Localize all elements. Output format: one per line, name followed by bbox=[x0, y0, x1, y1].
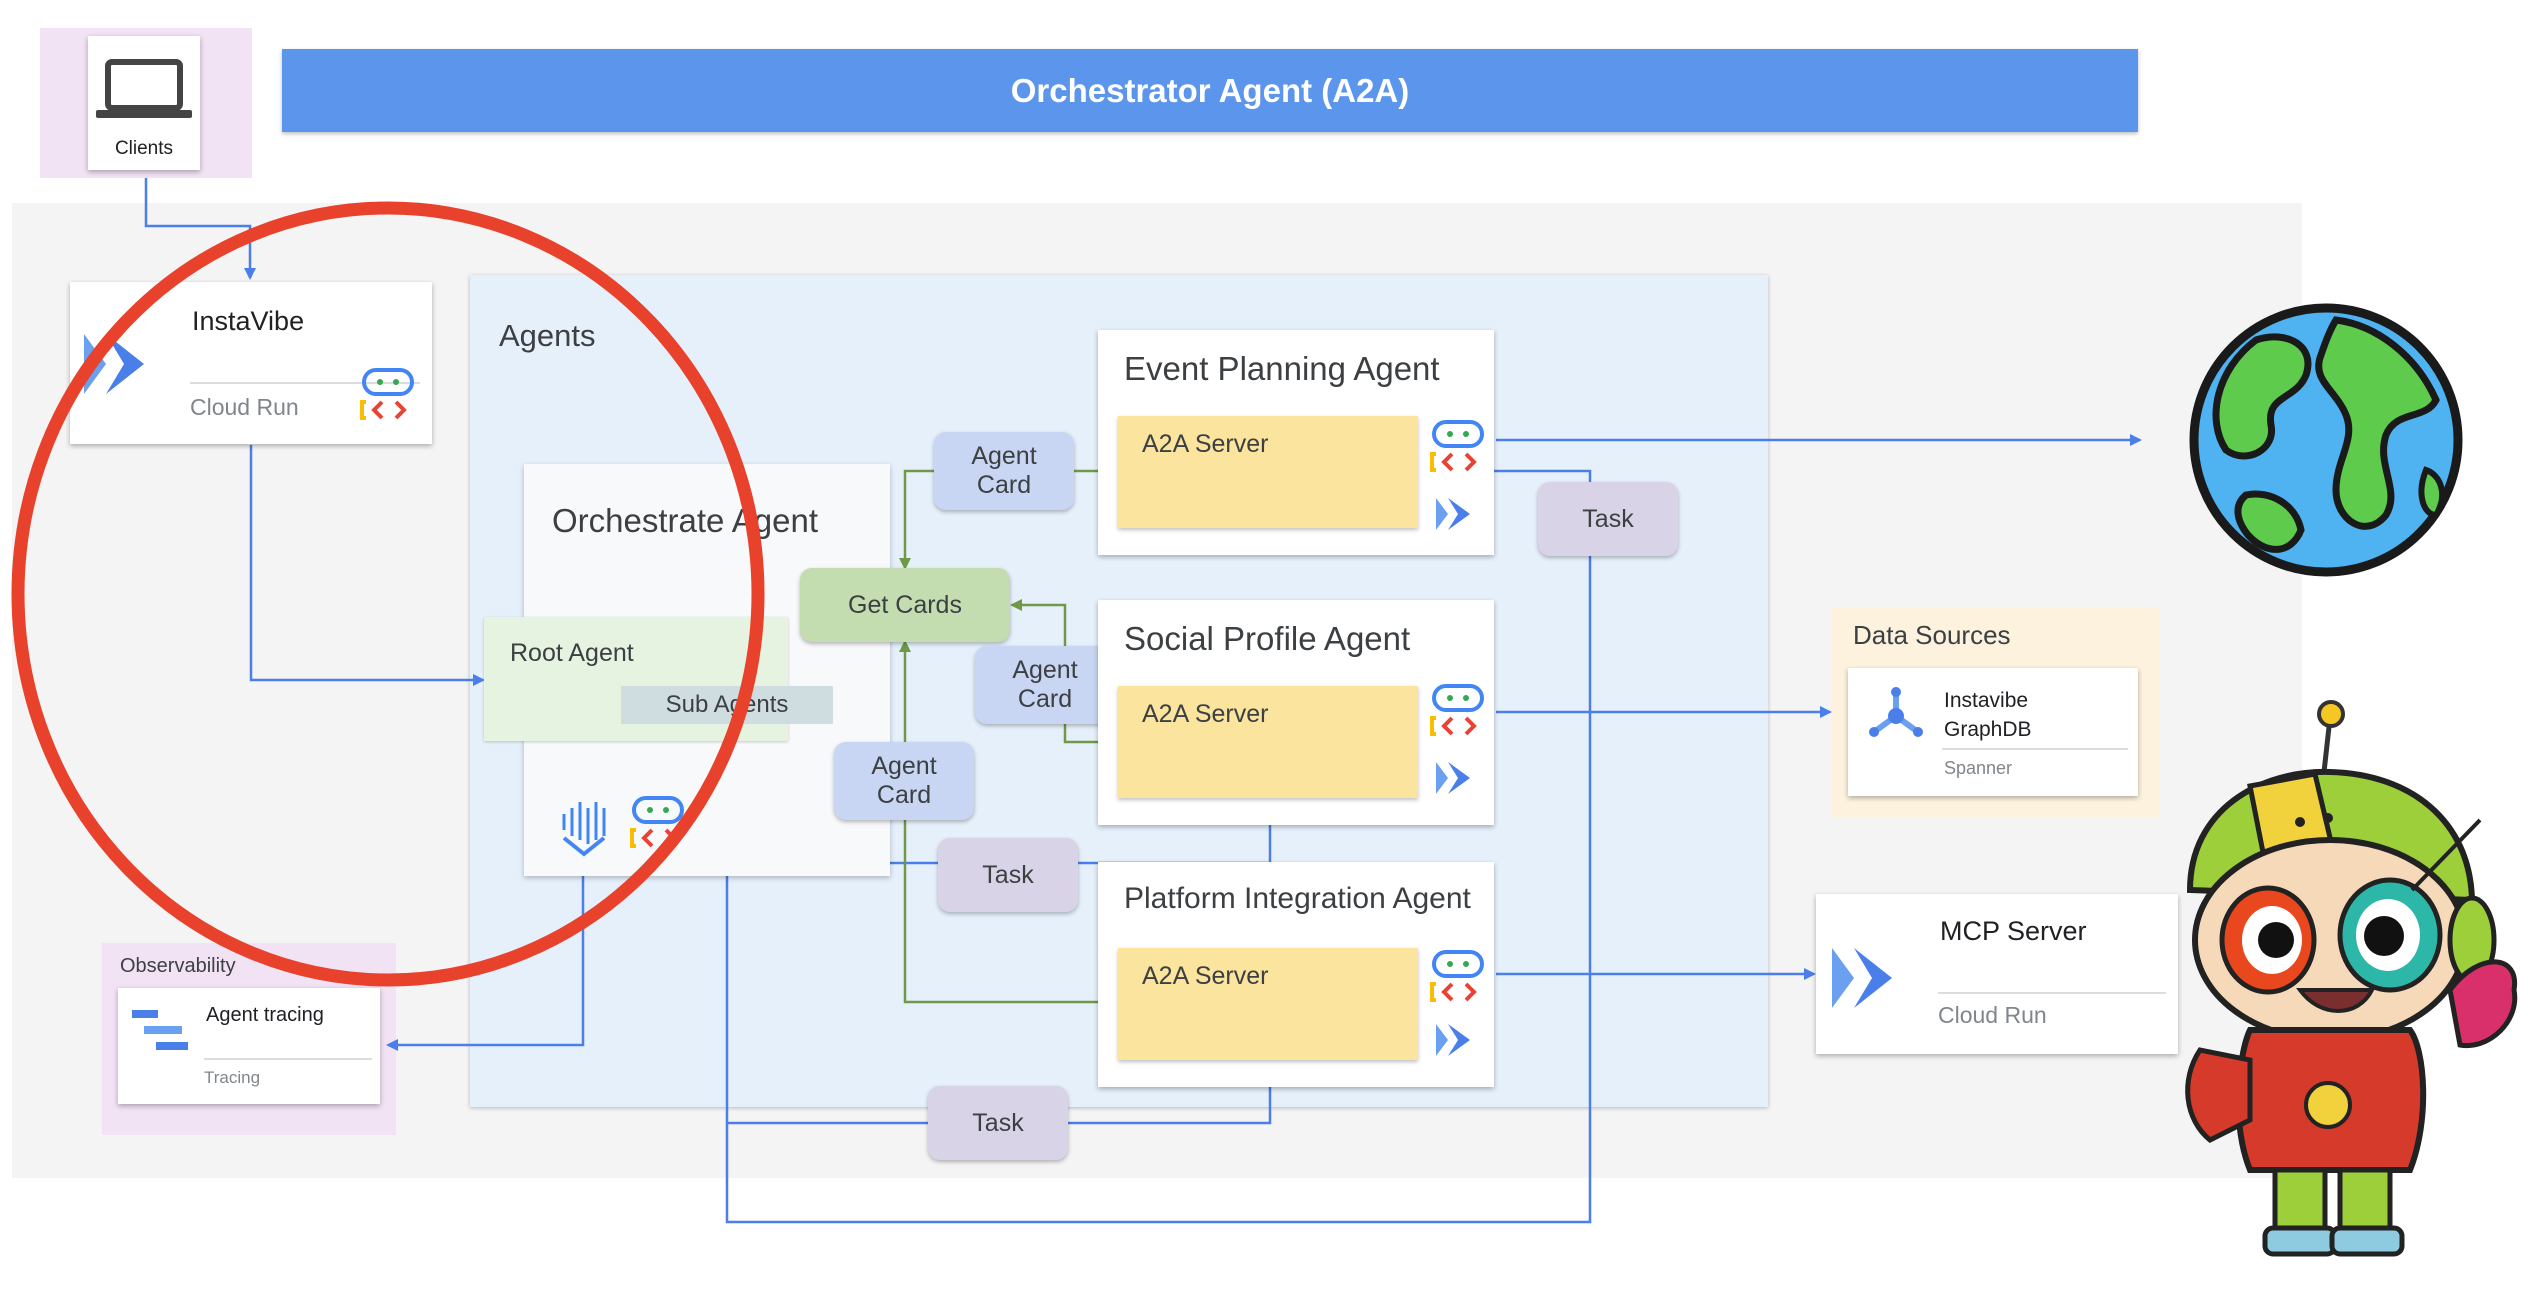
agent-card-event-label: Agent Card bbox=[971, 442, 1037, 499]
globe-icon bbox=[2189, 303, 2463, 577]
social-a2a-server[interactable]: A2A Server bbox=[1118, 686, 1418, 798]
task-social[interactable]: Task bbox=[938, 838, 1078, 912]
cloud-run-icon bbox=[1436, 762, 1470, 794]
event-a2a-server-label: A2A Server bbox=[1142, 430, 1269, 458]
agent-card-event[interactable]: Agent Card bbox=[934, 432, 1074, 510]
root-agent-label: Root Agent bbox=[510, 639, 634, 667]
orchestrate-to-tracing-arrow bbox=[386, 848, 585, 1051]
agent-tracing-subtitle: Tracing bbox=[204, 1068, 261, 1087]
social-profile-title: Social Profile Agent bbox=[1124, 620, 1411, 657]
social-profile-agent-card[interactable]: Social Profile Agent A2A Server bbox=[1098, 600, 1494, 825]
mcp-server-subtitle: Cloud Run bbox=[1938, 1002, 2047, 1028]
agent-tracing-title: Agent tracing bbox=[206, 1004, 324, 1026]
task-platform-label: Task bbox=[972, 1108, 1024, 1137]
mcp-server-card[interactable]: MCP Server Cloud Run bbox=[1816, 894, 2178, 1054]
task-platform[interactable]: Task bbox=[928, 1086, 1068, 1160]
orchestrate-agent-title: Orchestrate Agent bbox=[552, 502, 818, 539]
task-social-label: Task bbox=[982, 860, 1034, 889]
agent-card-social[interactable]: Agent Card bbox=[975, 646, 1115, 724]
clients-label: Clients bbox=[114, 138, 174, 159]
header-title: Orchestrator Agent (A2A) bbox=[1010, 71, 1410, 109]
task-event[interactable]: Task bbox=[1538, 482, 1678, 556]
mcp-server-title: MCP Server bbox=[1940, 916, 2087, 946]
tracing-icon bbox=[132, 1010, 188, 1050]
agent-tracing-divider bbox=[204, 1058, 372, 1060]
robot-mascot-illustration bbox=[2185, 700, 2518, 1257]
social-a2a-server-label: A2A Server bbox=[1142, 700, 1269, 728]
agent-builder-icon bbox=[630, 796, 684, 848]
agent-card-platform-label: Agent Card bbox=[871, 752, 937, 809]
agent-builder-icon bbox=[1430, 950, 1484, 1002]
header-banner: Orchestrator Agent (A2A) bbox=[282, 49, 2138, 132]
sub-agents-label: Sub Agents bbox=[665, 691, 789, 718]
sub-agents-task-loop-line bbox=[725, 465, 1592, 1224]
mcp-server-divider bbox=[1938, 992, 2166, 994]
laptop-icon bbox=[96, 59, 192, 118]
platform-a2a-server[interactable]: A2A Server bbox=[1118, 948, 1418, 1060]
clients-card[interactable]: Clients bbox=[88, 36, 200, 170]
instavibe-graphdb-card[interactable]: Instavibe GraphDB Spanner bbox=[1848, 668, 2138, 796]
agent-card-social-label: Agent Card bbox=[1012, 656, 1078, 713]
graphdb-subtitle: Spanner bbox=[1944, 758, 2013, 778]
platform-a2a-server-label: A2A Server bbox=[1142, 962, 1269, 990]
agent-builder-icon bbox=[1430, 420, 1484, 472]
task-event-label: Task bbox=[1582, 504, 1634, 533]
graphdb-title: Instavibe GraphDB bbox=[1944, 689, 2032, 742]
event-a2a-server[interactable]: A2A Server bbox=[1118, 416, 1418, 528]
instavibe-subtitle: Cloud Run bbox=[190, 394, 299, 420]
clients-to-instavibe-arrow bbox=[144, 178, 256, 280]
cloud-run-icon bbox=[1436, 1024, 1470, 1056]
cloud-run-icon bbox=[84, 334, 144, 394]
get-cards-button[interactable]: Get Cards bbox=[800, 568, 1010, 642]
agent-builder-icon bbox=[360, 368, 414, 420]
vertex-ai-icon bbox=[562, 802, 606, 857]
agent-card-platform[interactable]: Agent Card bbox=[834, 742, 974, 820]
agent-builder-icon bbox=[1430, 684, 1484, 736]
get-cards-label: Get Cards bbox=[848, 590, 962, 619]
data-sources-label: Data Sources bbox=[1853, 620, 2011, 650]
platform-integration-title: Platform Integration Agent bbox=[1124, 882, 1471, 915]
event-planning-agent-card[interactable]: Event Planning Agent A2A Server bbox=[1098, 330, 1494, 555]
sub-agents-box[interactable]: Sub Agents bbox=[621, 686, 833, 724]
instavibe-to-root-agent-arrow bbox=[249, 445, 485, 686]
event-planning-title: Event Planning Agent bbox=[1124, 350, 1440, 387]
agent-tracing-card[interactable]: Agent tracing Tracing bbox=[118, 988, 380, 1104]
cloud-run-icon bbox=[1832, 948, 1892, 1008]
spanner-icon bbox=[1869, 687, 1923, 737]
graphdb-divider bbox=[1942, 748, 2128, 750]
instavibe-title: InstaVibe bbox=[192, 306, 305, 336]
cloud-run-icon bbox=[1436, 498, 1470, 530]
instavibe-card[interactable]: InstaVibe Cloud Run bbox=[70, 282, 432, 444]
platform-integration-agent-card[interactable]: Platform Integration Agent A2A Server bbox=[1098, 862, 1494, 1087]
